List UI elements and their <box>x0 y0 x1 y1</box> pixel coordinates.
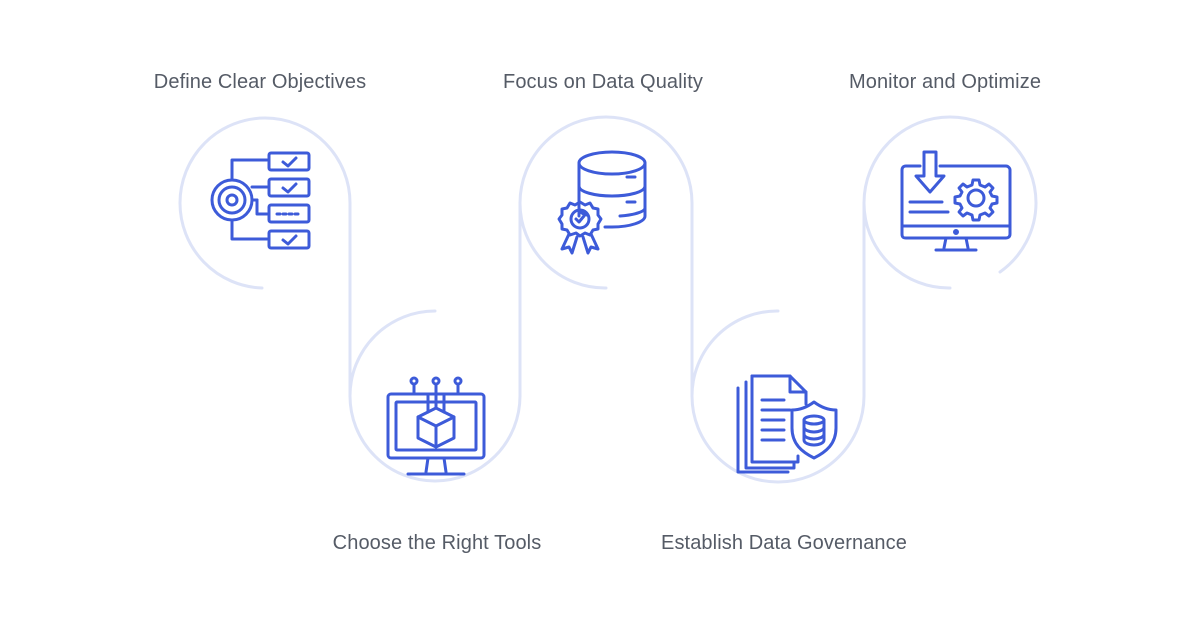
connector-arc-2-top <box>348 309 437 398</box>
computer-cube-icon <box>386 376 486 476</box>
connector-arc-3 <box>518 115 694 398</box>
connector-arc-4-top <box>690 309 780 398</box>
connector-arc-5 <box>862 115 1038 205</box>
step-label-define-objectives: Define Clear Objectives <box>153 71 367 93</box>
connector-arc-4 <box>690 201 866 484</box>
step-label-monitor-optimize: Monitor and Optimize <box>848 71 1042 93</box>
objectives-checklist-icon <box>210 151 311 250</box>
connector-arc-3-bottom <box>518 201 608 290</box>
step-label-data-governance: Establish Data Governance <box>661 532 907 554</box>
step-label-choose-tools: Choose the Right Tools <box>332 532 542 554</box>
connector-arc-1 <box>178 116 352 398</box>
document-shield-icon <box>736 374 838 474</box>
connector-arc-5-end <box>998 201 1038 274</box>
connector-arc-5-bottom <box>862 201 952 290</box>
database-badge-icon <box>557 150 647 255</box>
monitor-gear-icon <box>900 150 1012 252</box>
step-label-data-quality: Focus on Data Quality <box>503 71 703 93</box>
connector-arc-2 <box>348 201 522 483</box>
connector-arc-1-bottom <box>178 201 264 290</box>
